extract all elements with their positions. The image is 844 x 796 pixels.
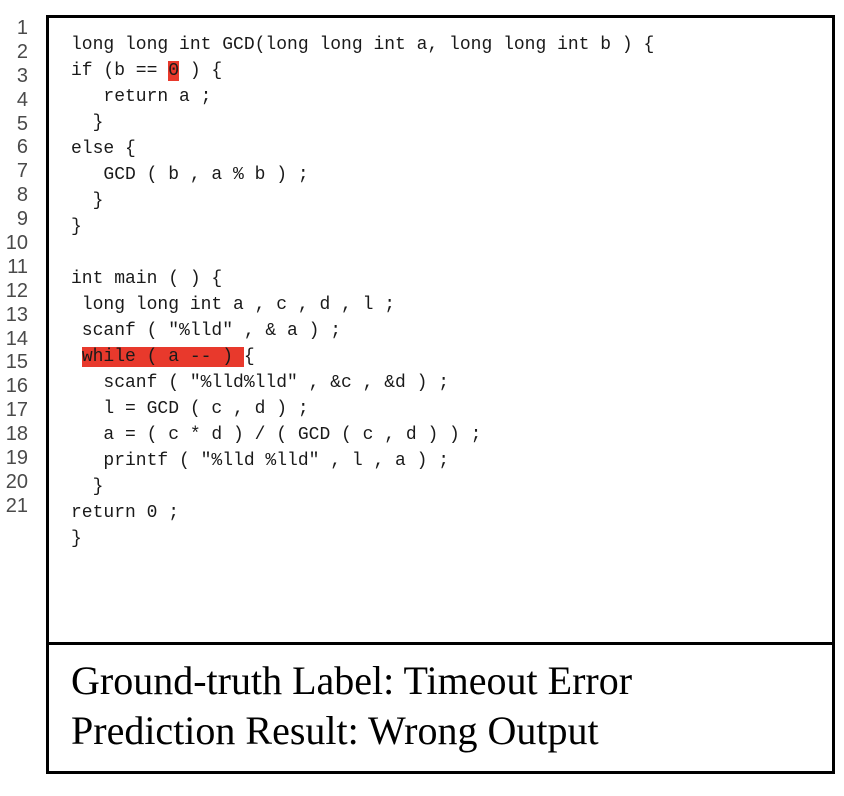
code-line: int main ( ) { — [71, 266, 654, 292]
line-number: 5 — [16, 112, 28, 135]
code-line: l = GCD ( c , d ) ; — [71, 396, 654, 422]
code-line: } — [71, 188, 654, 214]
code-text: printf ( "%lld %lld" , l , a ) ; — [71, 451, 450, 471]
code-text: long long int GCD(long long int a, long … — [71, 35, 655, 55]
line-number: 9 — [16, 208, 28, 231]
code-text: return 0 ; — [71, 503, 180, 523]
code-panel: long long int GCD(long long int a, long … — [49, 18, 832, 645]
line-number: 13 — [5, 303, 28, 326]
code-line: else { — [71, 136, 654, 162]
code-line: } — [71, 474, 654, 500]
code-line: return 0 ; — [71, 500, 654, 526]
line-number: 17 — [5, 399, 28, 422]
line-number: 6 — [16, 136, 28, 159]
code-text: a = ( c * d ) / ( GCD ( c , d ) ) ; — [71, 425, 482, 445]
code-line: printf ( "%lld %lld" , l , a ) ; — [71, 448, 654, 474]
line-number: 7 — [16, 160, 28, 183]
code-line: a = ( c * d ) / ( GCD ( c , d ) ) ; — [71, 422, 654, 448]
highlighted-code: 0 — [168, 61, 180, 81]
line-number: 21 — [5, 494, 28, 517]
code-text: return a ; — [71, 87, 212, 107]
code-text: l = GCD ( c , d ) ; — [71, 399, 309, 419]
code-line: } — [71, 526, 654, 552]
ground-truth-label: Ground-truth Label: Timeout Error — [71, 658, 633, 703]
code-line: return a ; — [71, 84, 654, 110]
line-number: 20 — [5, 470, 28, 493]
code-text: else { — [71, 139, 136, 159]
line-number: 1 — [16, 17, 28, 39]
figure-frame: long long int GCD(long long int a, long … — [46, 15, 835, 774]
code-text: } — [71, 113, 104, 133]
code-line: scanf ( "%lld%lld" , &c , &d ) ; — [71, 370, 654, 396]
code-line: if (b == 0 ) { — [71, 58, 654, 84]
code-text: { — [243, 347, 255, 367]
code-text: } — [71, 191, 104, 211]
prediction-result: Prediction Result: Wrong Output — [71, 708, 599, 753]
code-text: int main ( ) { — [71, 269, 223, 289]
code-text: } — [71, 217, 82, 237]
line-number: 15 — [5, 351, 28, 374]
code-line: } — [71, 110, 654, 136]
code-text: GCD ( b , a % b ) ; — [71, 165, 309, 185]
line-number: 12 — [5, 279, 28, 302]
code-listing: long long int GCD(long long int a, long … — [71, 32, 654, 552]
line-number: 4 — [16, 88, 28, 111]
code-line: scanf ( "%lld" , & a ) ; — [71, 318, 654, 344]
highlighted-code: while ( a -- ) — [81, 347, 244, 367]
code-text: scanf ( "%lld%lld" , &c , &d ) ; — [71, 373, 450, 393]
line-number: 16 — [5, 375, 28, 398]
line-number: 11 — [7, 255, 28, 278]
code-text: ) { — [179, 61, 223, 81]
code-text: } — [71, 477, 104, 497]
line-number: 3 — [16, 64, 28, 87]
line-number: 8 — [16, 184, 28, 207]
code-text — [71, 347, 82, 367]
code-text: if (b == — [71, 61, 169, 81]
line-number: 10 — [5, 232, 28, 255]
code-line: GCD ( b , a % b ) ; — [71, 162, 654, 188]
code-text: scanf ( "%lld" , & a ) ; — [71, 321, 342, 341]
line-number: 18 — [5, 423, 28, 446]
code-line: long long int GCD(long long int a, long … — [71, 32, 654, 58]
code-line: while ( a -- ) { — [71, 344, 654, 370]
result-panel: Ground-truth Label: Timeout Error Predic… — [71, 656, 632, 756]
line-number: 19 — [5, 447, 28, 470]
code-line: long long int a , c , d , l ; — [71, 292, 654, 318]
line-number: 2 — [16, 40, 28, 63]
code-text: long long int a , c , d , l ; — [71, 295, 396, 315]
code-text: } — [71, 529, 82, 549]
code-line — [71, 240, 654, 266]
code-line: } — [71, 214, 654, 240]
line-number: 14 — [5, 327, 28, 350]
